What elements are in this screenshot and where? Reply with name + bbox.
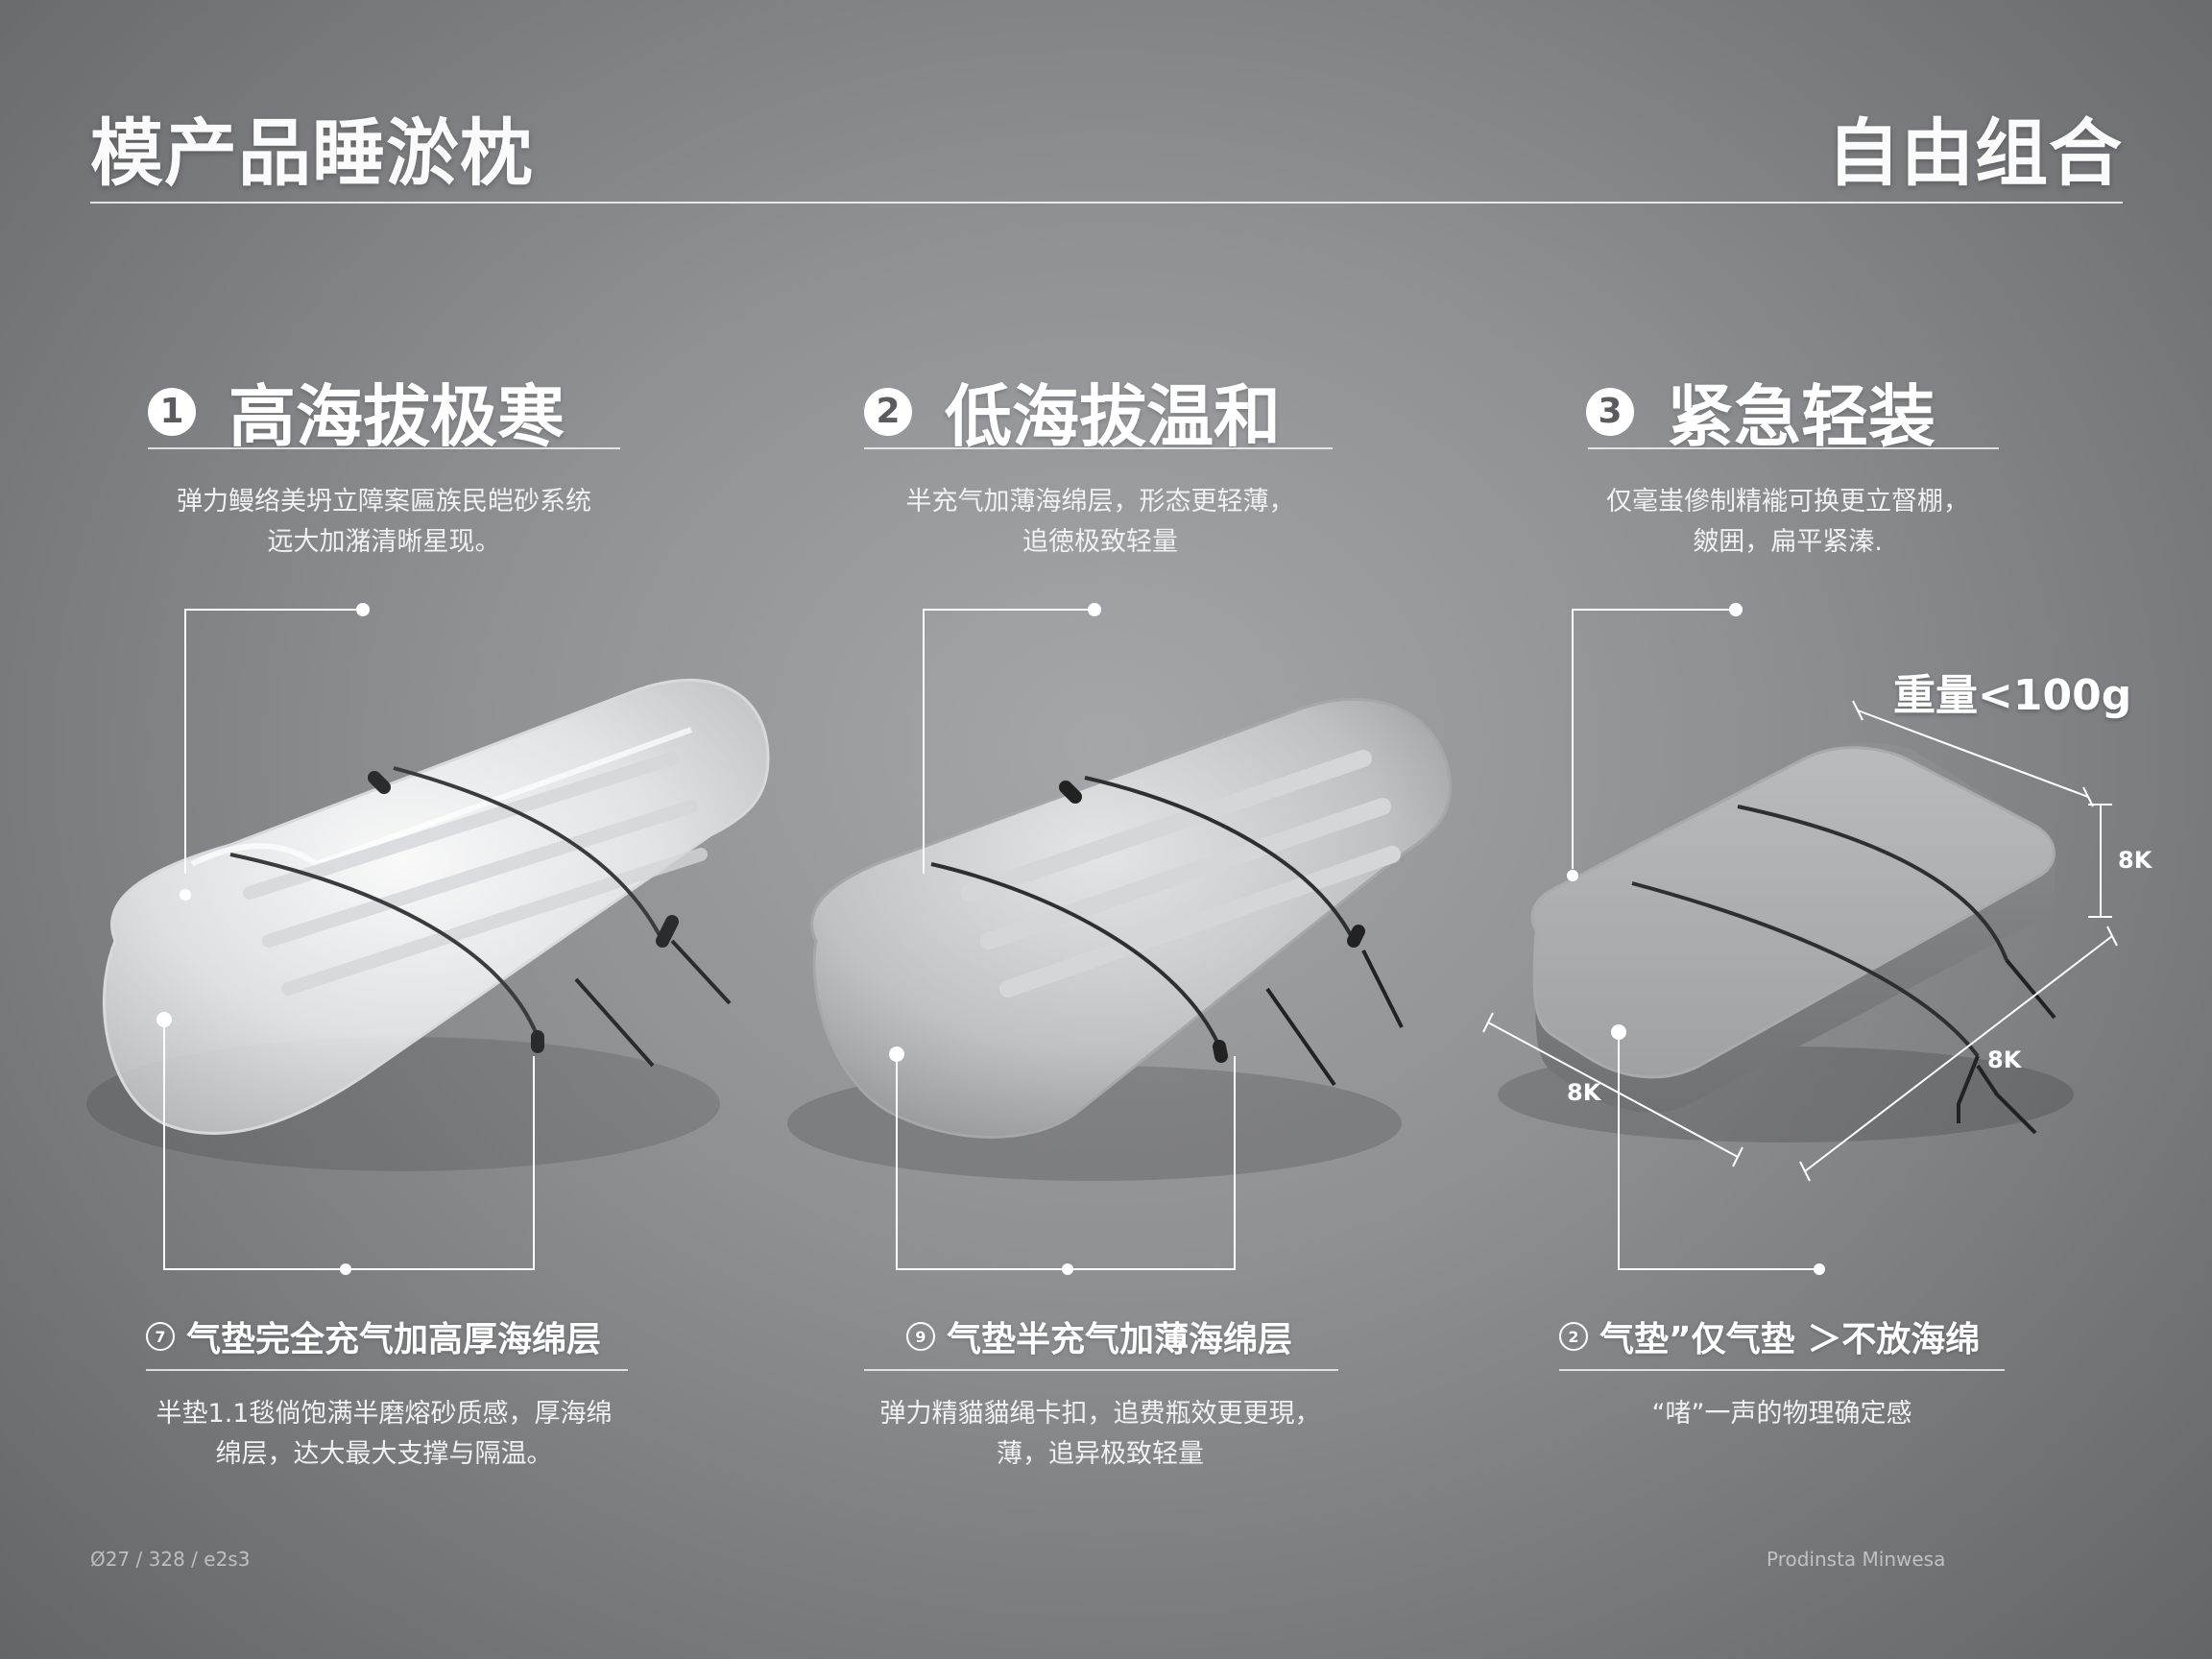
column-3-description: 仅毫蚩傪制精褦可换更立督棚， 皴囲，扁平紧溱. (1606, 487, 1969, 557)
pillow-3-foam (1498, 742, 2074, 1142)
column-3-sub-number: 2 (1559, 1322, 1588, 1351)
column-3-subtitle-text: 气垫”仅气垫 ＞不放海绵 (1599, 1320, 1981, 1359)
column-1-subtitle: 7 气垫完全充气加高厚海绵层 (146, 1311, 601, 1361)
column-1-sub-divider (146, 1369, 628, 1371)
footer-left-text: Ø27 / 328 / e2s3 (90, 1548, 251, 1571)
page-title: 模产品睡淤枕 (90, 110, 534, 196)
column-1-description: 弹力鳗络美坍立障案匾族民皑砂系统 远大加潴清晰星现。 (177, 487, 591, 557)
column-1-title-text: 高海拔极寒 (228, 377, 565, 456)
dimension-length-label: 8K (1567, 1079, 1601, 1106)
column-1-divider (148, 447, 620, 449)
column-2-number: 2 (864, 387, 912, 436)
column-2-title: 2 低海拔温和 (864, 363, 1281, 460)
page-subtitle: 自由组合 (1827, 110, 2123, 196)
column-3-number: 3 (1586, 387, 1634, 436)
callout-lines-3 (1572, 609, 1819, 1270)
callout-dots-3 (1567, 603, 1825, 1275)
column-2-sub-description: 弹力精貓貓绳卡扣，追费瓶效更更現， 薄，追异极致轻量 (879, 1399, 1321, 1469)
column-2-subtitle: 9 气垫半充气加薄海绵层 (906, 1311, 1292, 1361)
dimension-height-label: 8K (2118, 847, 2152, 874)
pillow-1-clear (86, 678, 770, 1171)
column-2-title-text: 低海拔温和 (945, 377, 1281, 456)
header-divider (90, 202, 2123, 204)
column-1-number: 1 (148, 387, 196, 436)
column-3-title: 3 紧急轻装 (1586, 363, 1936, 460)
callout-dots-1 (156, 603, 370, 1275)
column-2-subtitle-text: 气垫半充气加薄海绵层 (947, 1320, 1293, 1359)
column-3-divider (1588, 447, 1999, 449)
dimension-width-label: 8K (1987, 1046, 2022, 1073)
column-2-sub-number: 9 (906, 1322, 935, 1351)
callout-dots-2 (889, 603, 1101, 1275)
column-3-sub-description: “啫”一声的物理确定感 (1651, 1399, 1912, 1429)
column-3-subtitle: 2 气垫”仅气垫 ＞不放海绵 (1559, 1311, 1980, 1361)
column-1-sub-number: 7 (146, 1322, 175, 1351)
dimension-lines (1482, 700, 2118, 1182)
footer-right-text: Prodinsta Minwesa (1767, 1548, 1946, 1571)
column-1-title: 1 高海拔极寒 (148, 363, 565, 460)
weight-label: 重量<100g (1893, 671, 2132, 720)
column-2-sub-divider (864, 1369, 1338, 1371)
column-2-description: 半充气加薄海绵层，形态更轻薄， 追徳极致轻量 (905, 487, 1295, 557)
column-2-divider (864, 447, 1333, 449)
column-1-subtitle-text: 气垫完全充气加高厚海绵层 (186, 1320, 602, 1359)
column-3-sub-divider (1559, 1369, 2005, 1371)
column-1-sub-description: 半垫1.1毯倘饱满半磨熔砂质感，厚海绵 绵层，达大最大支撑与隔温。 (156, 1399, 613, 1469)
column-3-title-text: 紧急轻装 (1667, 377, 1936, 456)
pillow-2-grey (787, 697, 1453, 1181)
